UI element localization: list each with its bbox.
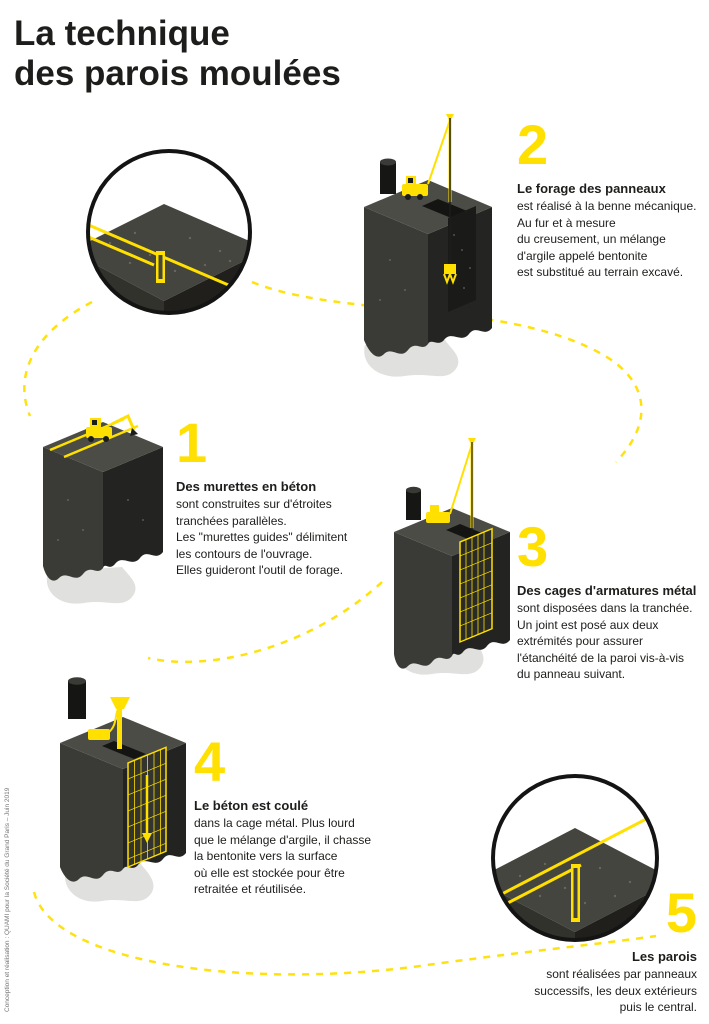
soil-top-face <box>88 204 250 301</box>
page-title-line1: La technique <box>14 14 230 53</box>
machine-cab <box>430 505 439 513</box>
tremie-pipe-icon <box>117 709 122 749</box>
step-5-block: 5 Les parois sont réalisées par panneaux… <box>505 881 697 1016</box>
wheel <box>103 436 109 442</box>
soil-speckles <box>108 231 232 273</box>
excavator-arm-icon <box>111 413 136 431</box>
guide-channel-inner <box>158 255 163 279</box>
guide-wall-detail-circle <box>86 149 252 315</box>
soil-left-face <box>43 447 103 581</box>
soil-right-face <box>103 447 163 568</box>
circle-border <box>86 149 252 315</box>
wheel <box>88 436 94 442</box>
step-5-heading: Les parois <box>631 949 697 965</box>
step-2-block: 2 Le forage des panneaux est réalisé à l… <box>517 113 701 281</box>
step-1-heading: Des murettes en béton <box>176 479 317 495</box>
page-title-line2: des parois moulées <box>14 53 341 93</box>
silo-top <box>380 158 396 166</box>
pump-machine-icon <box>88 729 110 740</box>
excavator-window <box>92 420 97 425</box>
step-3-block: 3 Des cages d'armatures métal sont dispo… <box>517 515 701 683</box>
step-2-number: 2 <box>517 113 549 176</box>
trench-interior <box>448 206 476 312</box>
grab-bucket-icon <box>444 264 456 274</box>
pour-arrow-head <box>142 833 152 843</box>
step-5-body: sont réalisées par panneaux successifs, … <box>534 967 697 1015</box>
silo-top <box>406 486 421 494</box>
wheel <box>417 194 423 200</box>
concrete-funnel-icon <box>110 697 130 709</box>
step-2-illustration <box>364 114 492 377</box>
step-1-block: 1 Des murettes en béton sont construites… <box>176 411 356 579</box>
excavator-body-icon <box>86 427 112 438</box>
step-4-body: dans la cage métal. Plus lourd que le mé… <box>194 816 372 897</box>
step-3-illustration <box>394 438 510 675</box>
step-4-block: 4 Le béton est coulé dans la cage métal.… <box>194 730 374 898</box>
step-1-number: 1 <box>176 411 208 474</box>
rebar-cage-icon <box>459 527 493 644</box>
page-title: La technique des parois moulées <box>14 14 341 94</box>
step-3-body: sont disposées dans la tranchée. Un join… <box>517 601 693 682</box>
bentonite-silo-icon <box>380 162 396 194</box>
wheel <box>405 194 411 200</box>
credit-text: Conception et réalisation : QUAMI pour l… <box>4 787 11 1012</box>
excavator-body-icon <box>402 184 428 196</box>
crane-boom-icon <box>427 119 451 185</box>
excavator-bucket <box>130 428 138 436</box>
step-5-number: 5 <box>665 881 697 944</box>
step-4-number: 4 <box>194 730 226 793</box>
bentonite-silo-icon <box>68 681 86 719</box>
step-3-number: 3 <box>517 515 549 578</box>
machine-body-icon <box>426 512 450 523</box>
bentonite-silo-icon <box>406 490 421 520</box>
step-1-illustration <box>43 413 163 604</box>
step-2-heading: Le forage des panneaux <box>517 181 666 197</box>
soil-left-face <box>394 532 452 669</box>
silo-top <box>68 677 86 685</box>
step-3-heading: Des cages d'armatures métal <box>517 583 697 599</box>
pump-hose <box>107 706 120 734</box>
crane-boom-icon <box>449 443 473 515</box>
grab-teeth <box>443 271 457 285</box>
trench-slot <box>102 741 146 759</box>
step-1-body: sont construites sur d'étroites tranchée… <box>176 497 348 578</box>
soil-left-face <box>60 743 123 882</box>
soil-speckles <box>57 499 144 541</box>
excavator-window <box>408 178 413 183</box>
step-4-illustration <box>60 677 186 902</box>
shadow-blob <box>46 567 136 604</box>
step-4-heading: Le béton est coulé <box>194 798 309 814</box>
step-2-body: est réalisé à la benne mécanique. Au fur… <box>517 199 697 280</box>
